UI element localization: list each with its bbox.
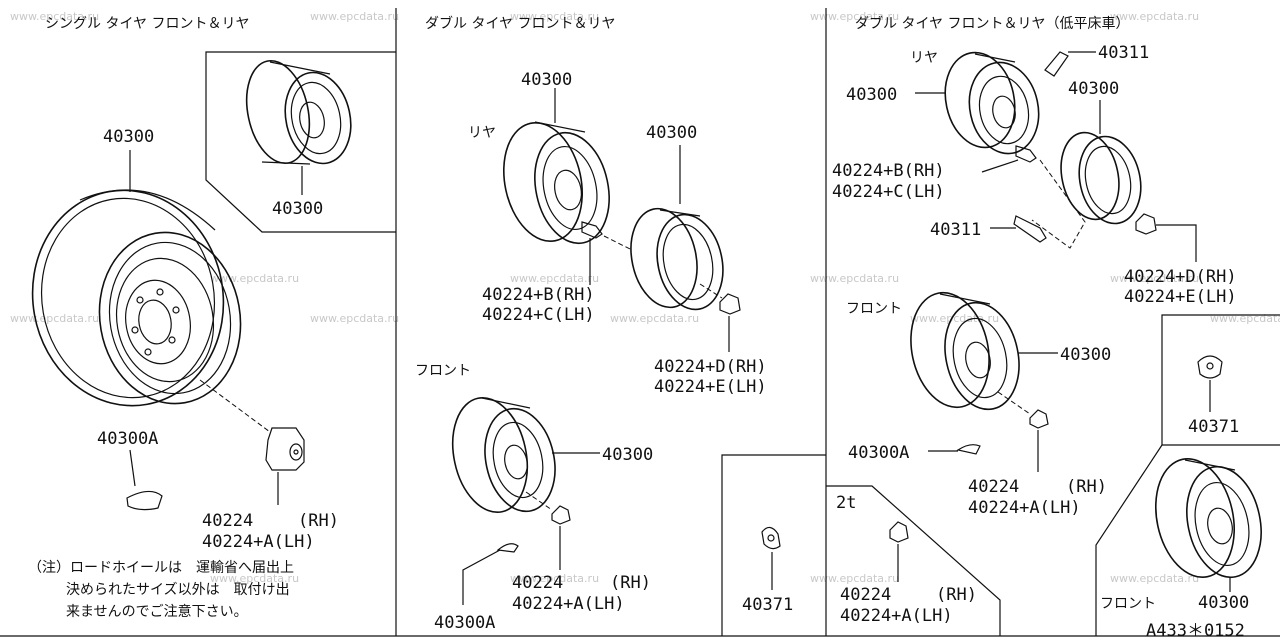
part-40300-right-rear-label: 40300 [846, 85, 897, 105]
watermark: www.epcdata.ru [1110, 272, 1199, 285]
watermark: www.epcdata.ru [310, 10, 399, 23]
rear-label: リヤ [468, 125, 496, 141]
part-40300-inset-label: 40300 [272, 199, 323, 219]
watermark: www.epcdata.ru [1110, 10, 1199, 23]
part-40371-right-label: 40371 [1188, 417, 1239, 437]
washer-right [1197, 355, 1223, 379]
valve-40311-mid [1013, 215, 1047, 243]
front-label-2t: フロント [1100, 596, 1156, 612]
watermark: www.epcdata.ru [510, 10, 599, 23]
watermark-layer: www.epcdata.ru www.epcdata.ru www.epcdat… [10, 10, 1280, 585]
part-40224e-right-label: 40224+E(LH) [1124, 287, 1237, 307]
part-40224-right-label: 40224 [968, 477, 1019, 497]
part-rh-right-label: (RH) [1066, 477, 1107, 497]
part-40300-mid-front-label: 40300 [602, 445, 653, 465]
wheel-inset [245, 59, 352, 165]
part-40224b-right-label: 40224+B(RH) [832, 161, 945, 181]
nut-double [719, 293, 741, 315]
nut-cap [265, 427, 305, 471]
part-40224d-right-label: 40224+D(RH) [1124, 267, 1237, 287]
part-40311-top-label: 40311 [1098, 43, 1149, 63]
nut-lowfloor-front [1029, 409, 1049, 429]
part-40300-2t-label: 40300 [1198, 593, 1249, 613]
nut-2t [889, 521, 909, 543]
wheel-double-rear-outer [630, 207, 724, 311]
part-rh-label: (RH) [298, 511, 339, 531]
watermark: www.epcdata.ru [510, 572, 599, 585]
watermark: www.epcdata.ru [510, 272, 599, 285]
part-40224e-label: 40224+E(LH) [654, 377, 767, 397]
valve-cap-mid [496, 543, 519, 553]
hub-bolt-double [581, 221, 603, 239]
part-40300-label: 40300 [103, 127, 154, 147]
part-40224-label: 40224 [202, 511, 253, 531]
watermark: www.epcdata.ru [810, 272, 899, 285]
watermark: www.epcdata.ru [610, 312, 699, 325]
part-rh-mid-label: (RH) [610, 573, 651, 593]
front-label-lowfloor: フロント [846, 301, 902, 317]
valve-cap-a [126, 490, 163, 511]
part-rh-2t-label: (RH) [936, 585, 977, 605]
watermark: www.epcdata.ru [310, 312, 399, 325]
note-line-2: 決められたサイズ以外は 取付け出 [66, 582, 290, 598]
double-tire-title: ダブル タイヤ フロント＆リヤ [425, 15, 615, 32]
watermark: www.epcdata.ru [210, 272, 299, 285]
part-40224a-2t-label: 40224+A(LH) [840, 606, 953, 626]
note-line-1: （注）ロードホイールは 運輸省へ届出上 [28, 560, 294, 576]
single-tire-title: シングル タイヤ フロント＆リヤ [45, 16, 249, 32]
wheel-lowfloor-rear-inner [944, 51, 1040, 155]
watermark: www.epcdata.ru [1110, 572, 1199, 585]
wheel-single-large [31, 189, 242, 407]
watermark: www.epcdata.ru [810, 572, 899, 585]
valve-cap-right [956, 444, 981, 455]
part-40224c-right-label: 40224+C(LH) [832, 182, 945, 202]
watermark: www.epcdata.ru [210, 572, 299, 585]
watermark: www.epcdata.ru [10, 312, 99, 325]
wheel-lowfloor-2t [1154, 457, 1262, 579]
part-40224c-label: 40224+C(LH) [482, 305, 595, 325]
part-40300-right-outer-label: 40300 [1068, 79, 1119, 99]
nut-front [551, 505, 571, 525]
diagram-code: A433＊0152 [1146, 621, 1245, 640]
part-40224-mid-label: 40224 [512, 573, 563, 593]
wheel-lowfloor-front [910, 291, 1020, 411]
part-40311-mid-label: 40311 [930, 220, 981, 240]
wheel-lowfloor-rear-outer [1060, 131, 1142, 225]
lowfloor-tire-title: ダブル タイヤ フロント＆リヤ（低平床車） [855, 15, 1129, 32]
front-label: フロント [415, 363, 471, 379]
part-40224-2t-label: 40224 [840, 585, 891, 605]
hub-bolt-lowfloor [1015, 145, 1037, 163]
note-line-3: 来ませんのでご注意下さい。 [66, 603, 248, 620]
part-40224d-label: 40224+D(RH) [654, 357, 767, 377]
wheel-double-front [451, 396, 556, 514]
rear-label-lowfloor: リヤ [910, 50, 938, 66]
part-40371-mid-label: 40371 [742, 595, 793, 615]
part-40300a-mid-label: 40300A [434, 613, 495, 633]
watermark: www.epcdata.ru [10, 10, 99, 23]
watermark: www.epcdata.ru [810, 10, 899, 23]
part-40300-mid-rear-label: 40300 [521, 70, 572, 90]
part-40224a-mid-label: 40224+A(LH) [512, 594, 625, 614]
wheel-double-rear-inner [502, 121, 610, 245]
part-40224a-label: 40224+A(LH) [202, 532, 315, 552]
nut-lowfloor [1135, 213, 1157, 235]
washer-mid [761, 526, 781, 550]
part-40300a-label: 40300A [97, 429, 158, 449]
two-t-label: 2t [836, 493, 856, 513]
part-40224a-right-label: 40224+A(LH) [968, 498, 1081, 518]
part-40300-right-front-label: 40300 [1060, 345, 1111, 365]
watermark: www.epcdata.ru [1210, 312, 1280, 325]
part-40300a-right-label: 40300A [848, 443, 909, 463]
part-40224b-label: 40224+B(RH) [482, 285, 595, 305]
part-40300-mid-outer-label: 40300 [646, 123, 697, 143]
panel-dividers [0, 8, 1280, 637]
valve-40311-top [1044, 51, 1096, 77]
